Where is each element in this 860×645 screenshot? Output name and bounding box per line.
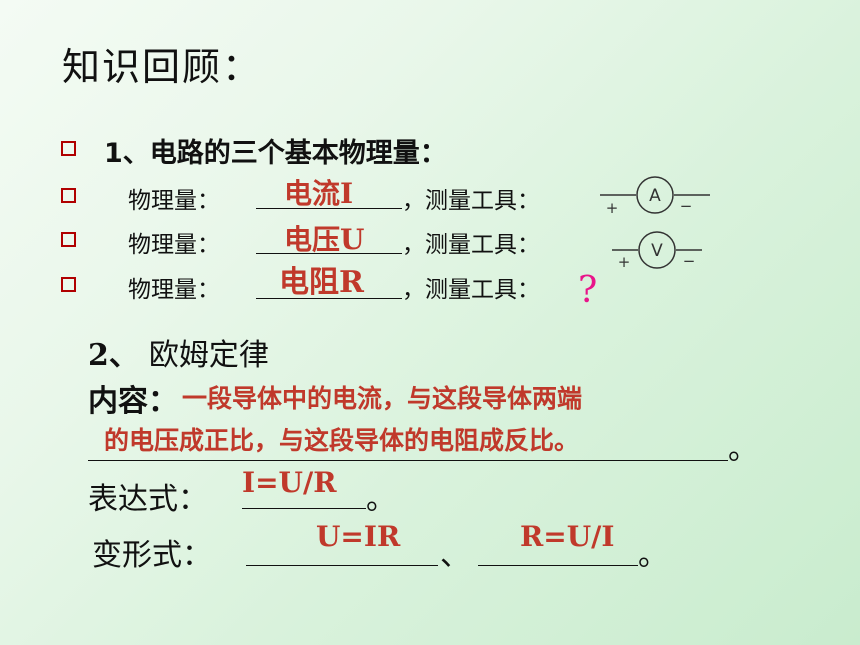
content-period: 。 [728,432,758,467]
plus-sign: + [606,199,619,216]
voltmeter-symbol: V [651,241,663,261]
expression-answer: I=U/R [242,466,337,499]
row3-label: 物理量： [128,277,220,303]
ammeter-symbol: A [649,186,661,206]
bullet-square [61,232,76,247]
variant-separator: 、 [440,538,470,573]
variant-answer-2: R=U/I [520,520,615,553]
expression-label: 表达式： [88,482,208,517]
row2-answer: 电压U [284,223,365,256]
content-label: 内容： [88,384,178,419]
row3-suffix: ，测量工具： [402,277,540,303]
plus-sign: + [618,253,631,270]
row3-answer: 电阻R [279,265,364,300]
variant-blank-line-2 [478,565,638,566]
bullet-square [61,188,76,203]
section2-title: 欧姆定律 [148,338,269,373]
page-title: 知识回顾： [62,45,263,89]
section2-heading: 2、欧姆定律 [88,330,269,374]
content-blank-line [88,460,728,461]
voltmeter-icon: V + − [612,231,702,270]
variant-answer-1: U=IR [316,520,401,553]
row1-suffix: ，测量工具： [402,188,540,214]
row2-label: 物理量： [128,232,220,258]
row1-label: 物理量： [128,188,220,214]
row2-blank-line [256,253,402,254]
row2-suffix: ，测量工具： [402,232,540,258]
question-mark: ? [578,270,598,311]
expression-blank-line [242,508,366,509]
minus-sign: − [680,197,693,215]
section1-heading: 1、电路的三个基本物理量： [104,138,447,169]
section2-number: 2、 [88,338,139,373]
ammeter-icon: A + − [600,176,710,216]
bullet-square [61,141,76,156]
row3-blank-line [256,298,402,299]
content-line2: 的电压成正比，与这段导体的电阻成反比。 [104,426,580,455]
expression-period: 。 [366,482,396,517]
minus-sign: − [683,252,696,270]
variant-blank-line-1 [246,565,438,566]
row1-answer: 电流I [284,177,354,210]
content-line1: 一段导体中的电流，与这段导体两端 [182,384,583,413]
bullet-square [61,277,76,292]
variant-label: 变形式： [92,538,212,573]
variant-period: 。 [638,538,668,573]
row1-blank-line [256,208,402,209]
